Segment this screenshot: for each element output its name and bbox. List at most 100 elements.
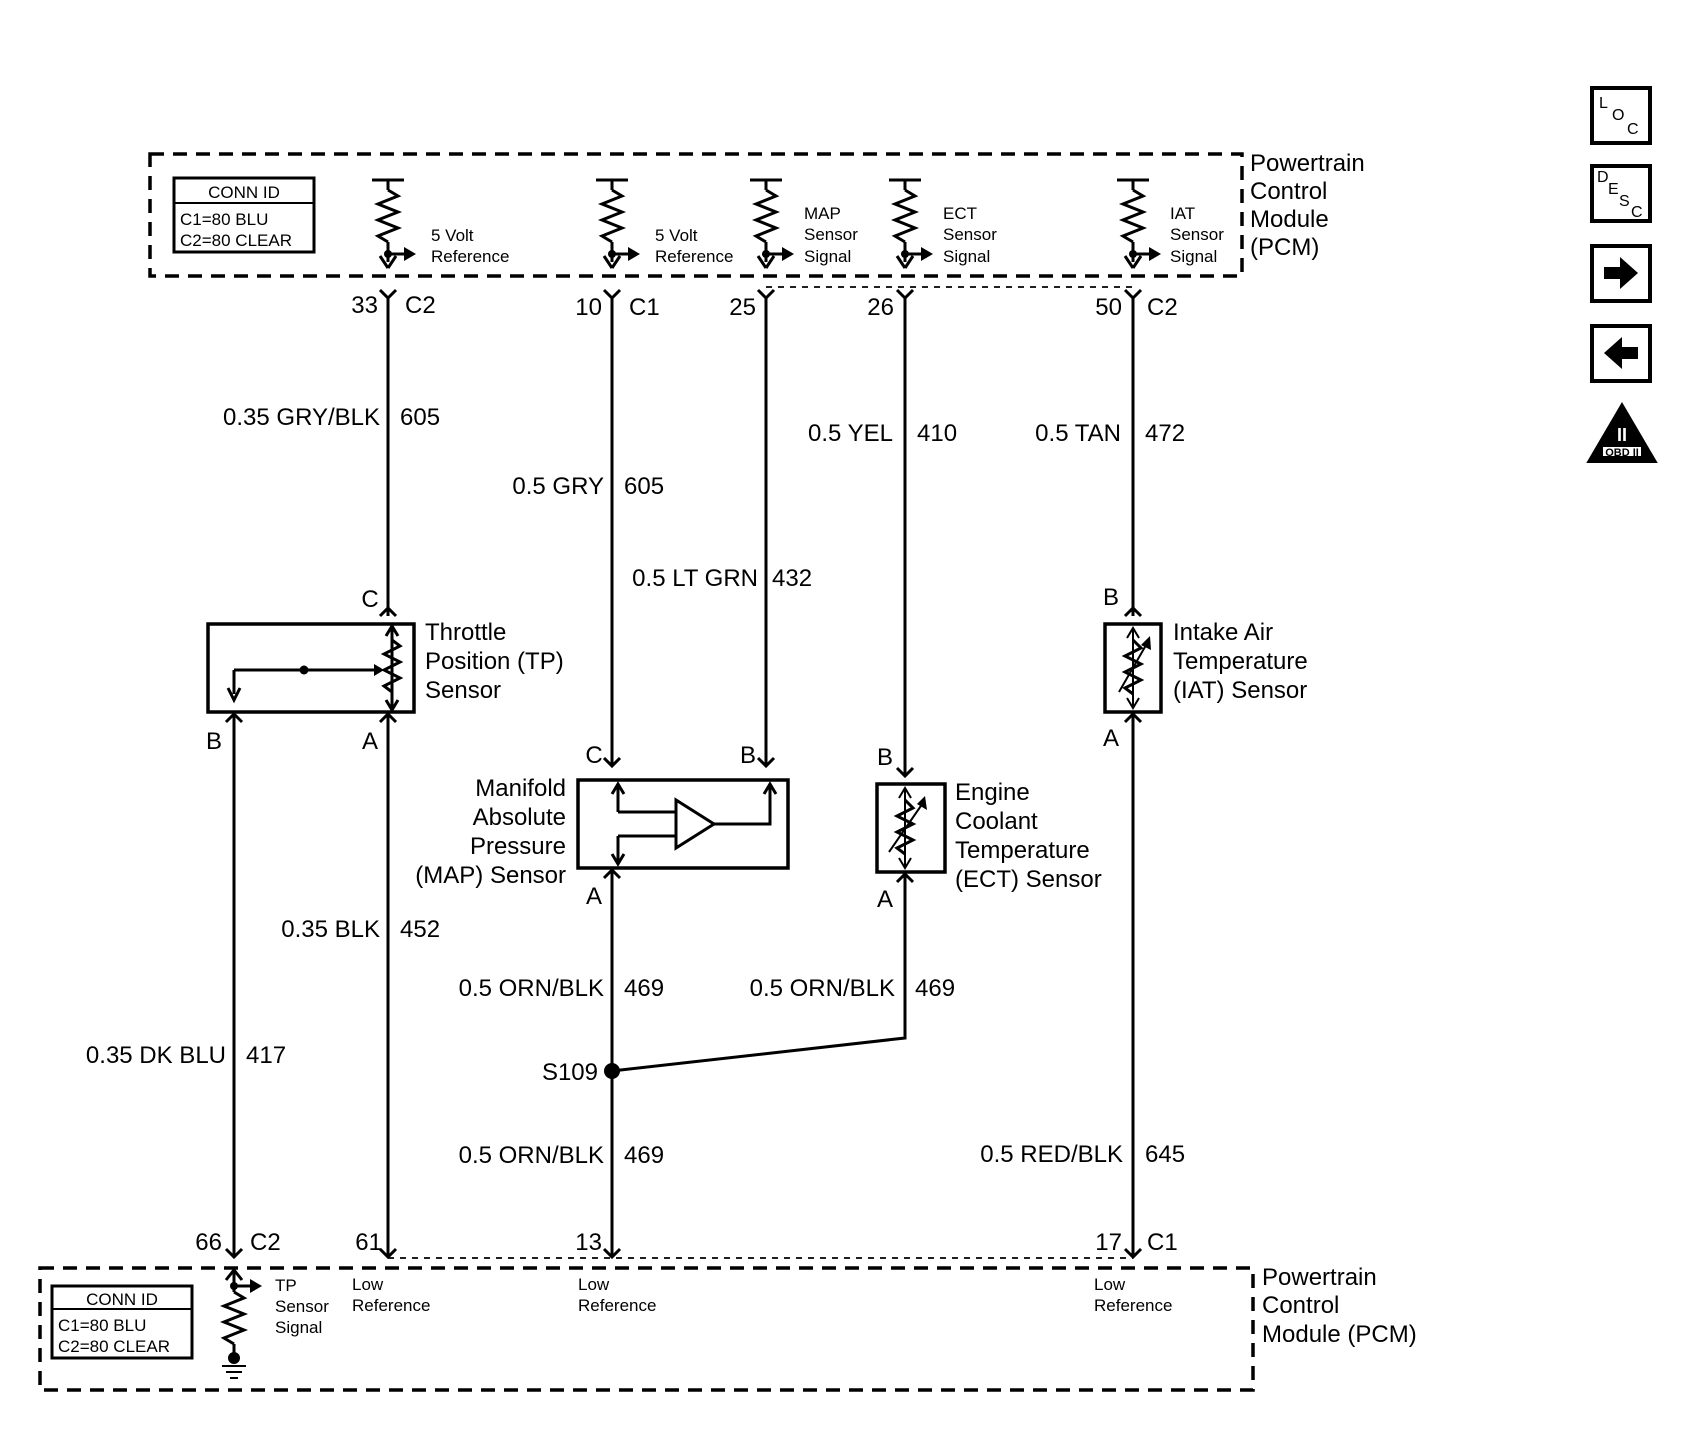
- connector-id: C2: [405, 292, 436, 319]
- conn-id-line: C2=80 CLEAR: [58, 1337, 170, 1356]
- desc-icon-letter: E: [1608, 181, 1619, 198]
- terminal-label: A: [586, 883, 602, 910]
- pull-resistor-25: [750, 178, 794, 269]
- conn-id-line: C1=80 BLU: [180, 210, 268, 229]
- arrow-right-icon[interactable]: [1590, 244, 1652, 303]
- nav-panel: L O C D E S C II OBD II: [1586, 86, 1658, 463]
- pcm-circuit-label: Reference: [431, 247, 509, 266]
- component-label: (ECT) Sensor: [955, 866, 1102, 893]
- component-label: (IAT) Sensor: [1173, 677, 1307, 704]
- component-label: (MAP) Sensor: [415, 862, 566, 889]
- pcm-circuit-label: Sensor: [943, 225, 997, 244]
- wire-circuit-label: 605: [624, 473, 664, 500]
- terminal-label: B: [877, 744, 893, 771]
- pcm-top-title-line: Module: [1250, 206, 1329, 233]
- desc-icon[interactable]: D E S C: [1590, 164, 1652, 223]
- tp-sensor: C B A Throttle Position (TP) Sensor: [206, 586, 564, 755]
- component-label: Throttle: [425, 619, 506, 646]
- connector-id: C2: [1147, 294, 1178, 321]
- wire-circuit-label: 417: [246, 1042, 286, 1069]
- component-label: Pressure: [470, 833, 566, 860]
- pin-number: 26: [867, 294, 894, 321]
- conn-id-header: CONN ID: [208, 183, 280, 202]
- bottom-pin-labels: 66 C2 61 13 17 C1: [195, 1229, 1177, 1256]
- pull-resistor-33: [372, 178, 416, 269]
- pcm-circuit-label: TP: [275, 1276, 297, 1295]
- conn-id-header: CONN ID: [86, 1290, 158, 1309]
- pcm-circuit-label: IAT: [1170, 204, 1195, 223]
- conn-id-line: C1=80 BLU: [58, 1316, 146, 1335]
- wire-circuit-label: 605: [400, 404, 440, 431]
- wire-circuit-label: 469: [624, 975, 664, 1002]
- splice-dot: [604, 1063, 620, 1079]
- pcm-top: Powertrain Control Module (PCM) CONN ID …: [148, 150, 1365, 278]
- desc-icon-letter: S: [1619, 193, 1630, 210]
- pcm-top-title-line: Powertrain: [1250, 150, 1365, 177]
- pcm-bottom: Powertrain Control Module (PCM) CONN ID …: [38, 1264, 1417, 1392]
- wire-circuit-label: 469: [915, 975, 955, 1002]
- loc-icon[interactable]: L O C: [1590, 86, 1652, 145]
- pcm-circuit-label: Signal: [275, 1318, 322, 1337]
- pcm-circuit-label: Sensor: [804, 225, 858, 244]
- connector-id: C2: [250, 1229, 281, 1256]
- splice-label: S109: [542, 1059, 598, 1086]
- terminal-label: C: [361, 586, 378, 613]
- terminal-label: B: [206, 728, 222, 755]
- component-label: Absolute: [473, 804, 566, 831]
- pcm-circuit-label: Signal: [943, 247, 990, 266]
- pcm-top-title-line: (PCM): [1250, 234, 1319, 261]
- desc-icon-letter: C: [1631, 204, 1643, 221]
- pcm-circuit-label: 5 Volt: [655, 226, 698, 245]
- conn-id-line: C2=80 CLEAR: [180, 231, 292, 250]
- wire-color-label: 0.5 YEL: [808, 420, 893, 447]
- wire-circuit-label: 469: [624, 1142, 664, 1169]
- wire-labels: 0.35 GRY/BLK 605 0.5 GRY 605 0.5 LT GRN …: [86, 404, 1185, 1169]
- obd-label: OBD II: [1605, 447, 1639, 459]
- map-sensor: C B A Manifold Absolute Pressure (MAP) S…: [415, 742, 790, 910]
- pcm-circuit-label: MAP: [804, 204, 841, 223]
- pcm-bottom-title: Powertrain Control Module (PCM): [1262, 1264, 1417, 1348]
- component-label: Engine: [955, 779, 1030, 806]
- wire-color-label: 0.35 DK BLU: [86, 1042, 226, 1069]
- terminal-label: A: [362, 728, 378, 755]
- wire-circuit-label: 432: [772, 565, 812, 592]
- wire-circuit-label: 410: [917, 420, 957, 447]
- wire-color-label: 0.5 RED/BLK: [980, 1141, 1123, 1168]
- component-label: Position (TP): [425, 648, 564, 675]
- pcm-circuit-label: Low: [578, 1275, 610, 1294]
- pin-number: 17: [1095, 1229, 1122, 1256]
- component-label: Temperature: [1173, 648, 1308, 675]
- pin-number: 66: [195, 1229, 222, 1256]
- component-label: Sensor: [425, 677, 501, 704]
- pcm-bottom-title-line: Powertrain: [1262, 1264, 1377, 1291]
- pin-number: 61: [355, 1229, 382, 1256]
- wire-color-label: 0.5 LT GRN: [632, 565, 758, 592]
- terminal-label: A: [877, 886, 893, 913]
- connector-id: C1: [629, 294, 660, 321]
- wire-color-label: 0.5 ORN/BLK: [750, 975, 895, 1002]
- wire-color-label: 0.5 GRY: [512, 473, 604, 500]
- wires: [224, 288, 1143, 1260]
- obd-ii-icon[interactable]: II OBD II: [1586, 402, 1658, 463]
- terminal-label: B: [740, 742, 756, 769]
- terminal-label: B: [1103, 584, 1119, 611]
- pcm-circuit-label: ECT: [943, 204, 977, 223]
- loc-icon-letter: L: [1599, 95, 1608, 112]
- ect-sensor: B A Engine Coolant Temperature (ECT) Sen…: [875, 744, 1102, 913]
- pcm-circuit-label: Reference: [578, 1296, 656, 1315]
- pcm-circuit-label: Low: [1094, 1275, 1126, 1294]
- wire-color-label: 0.5 ORN/BLK: [459, 1142, 604, 1169]
- component-label: Coolant: [955, 808, 1038, 835]
- component-label: Manifold: [475, 775, 566, 802]
- pin-number: 13: [575, 1229, 602, 1256]
- wire-circuit-label: 645: [1145, 1141, 1185, 1168]
- conn-id-box-bottom: CONN ID C1=80 BLU C2=80 CLEAR: [50, 1284, 194, 1360]
- wire-circuit-label: 472: [1145, 420, 1185, 447]
- pcm-circuit-label: 5 Volt: [431, 226, 474, 245]
- pull-resistor-26: [889, 178, 933, 269]
- pcm-circuit-label: Reference: [655, 247, 733, 266]
- loc-icon-letter: O: [1612, 107, 1624, 124]
- arrow-left-icon[interactable]: [1590, 324, 1652, 383]
- pcm-circuit-label: Reference: [352, 1296, 430, 1315]
